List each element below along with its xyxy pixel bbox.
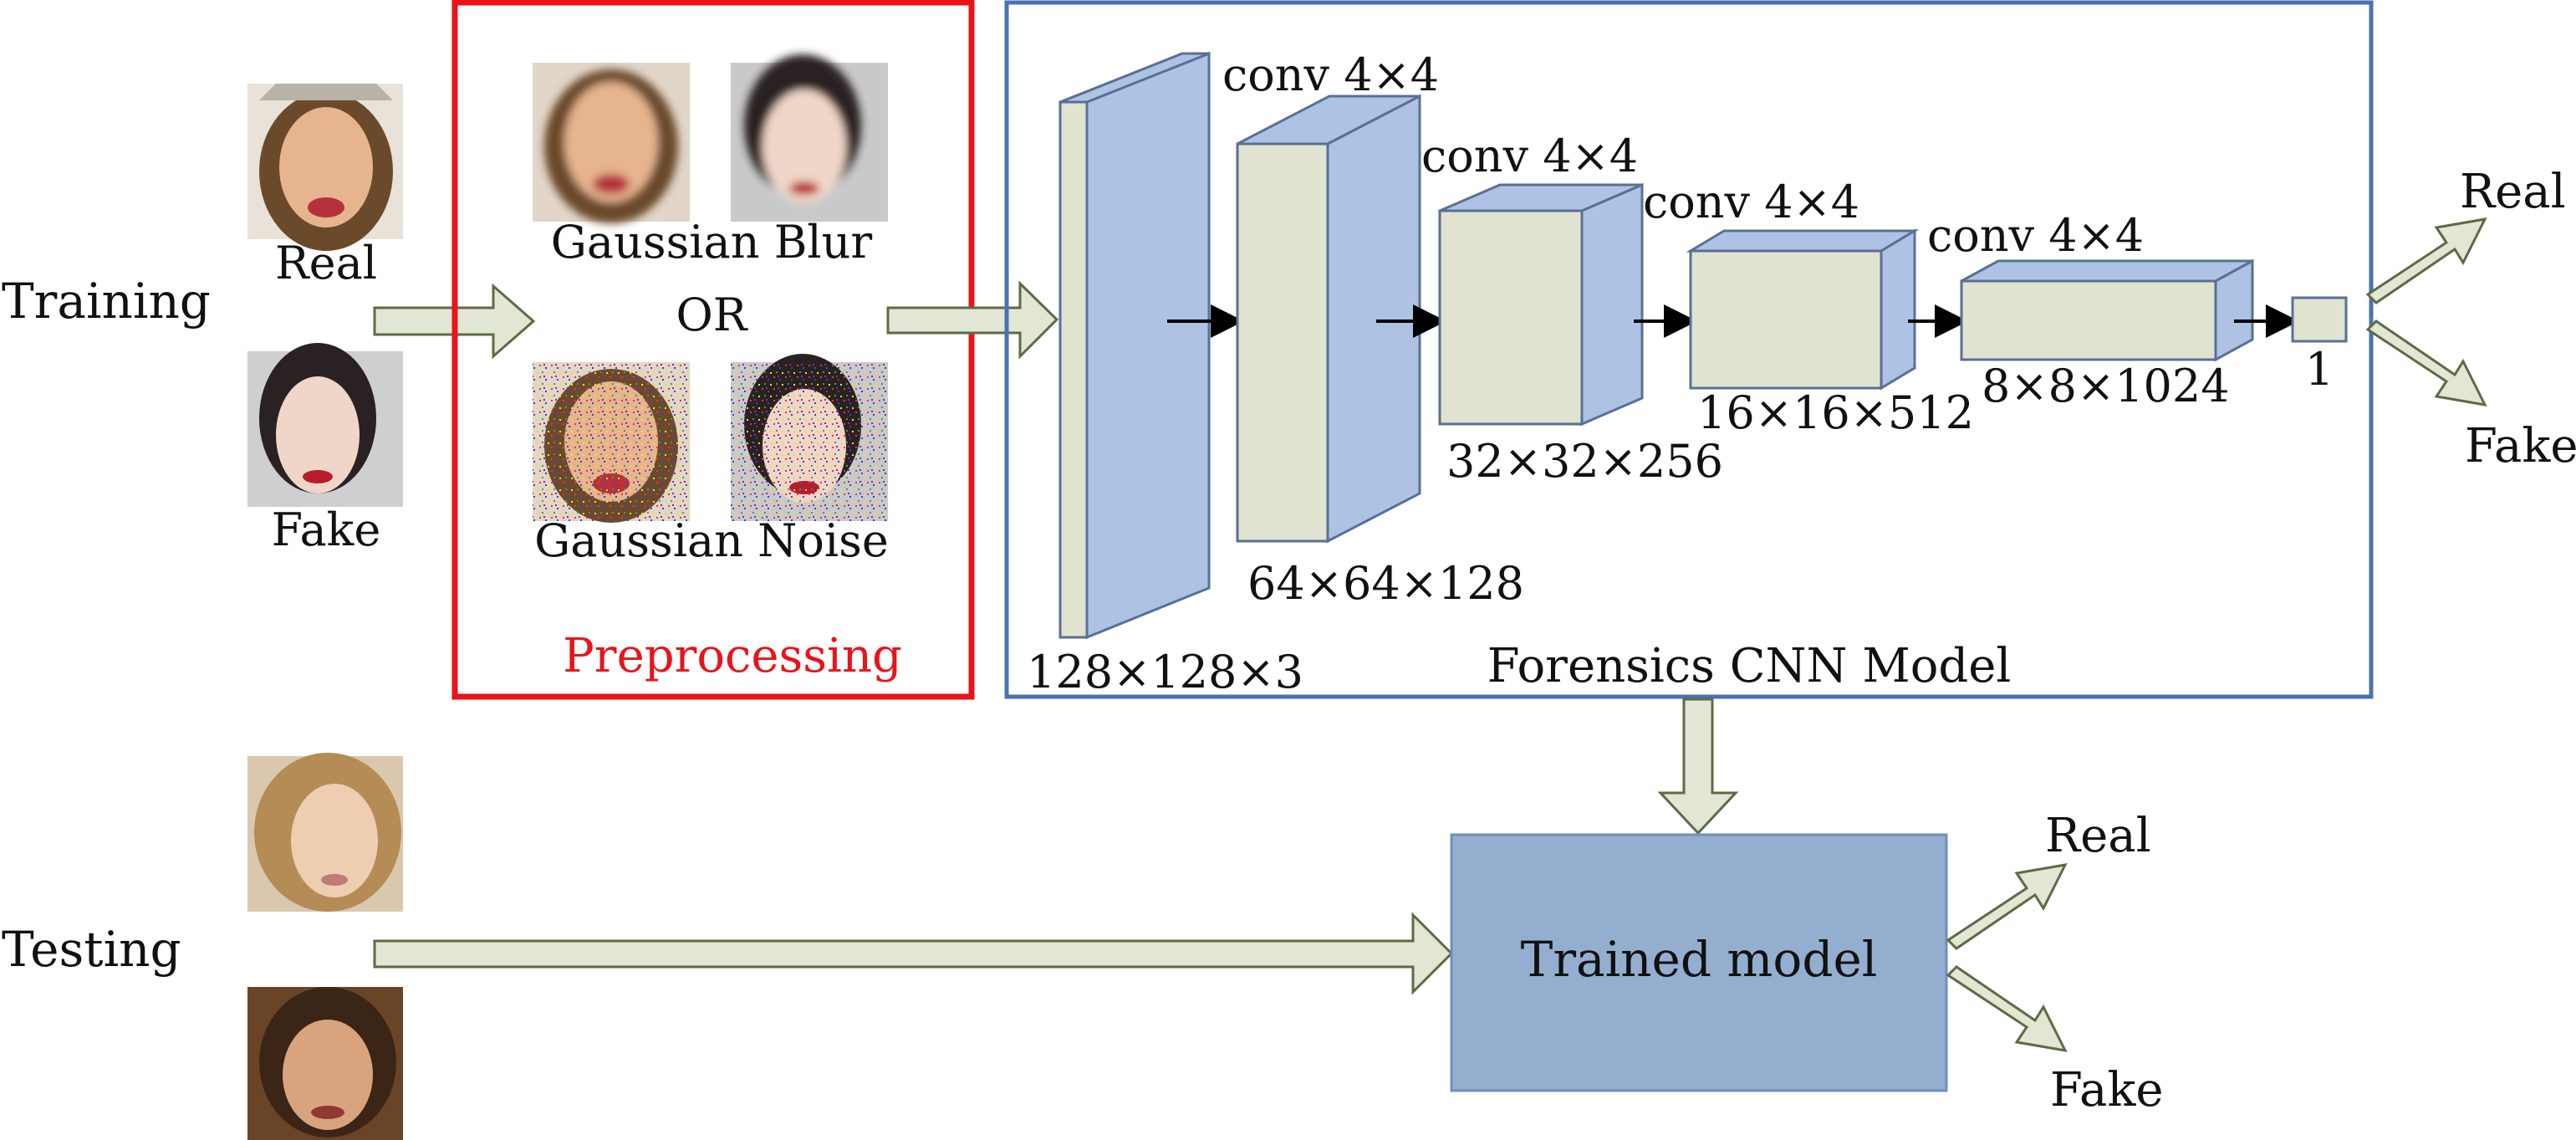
layer-5-dims-label: 8×8×1024 [1982,360,2230,412]
cnn-model-box [1004,0,2374,699]
output-fake-arrow-bottom [1946,965,2068,1052]
output-real-arrow-bottom [1946,863,2068,950]
trained-model-label: Trained model [1521,931,1878,988]
gaussian-noise-label: Gaussian Noise [534,514,889,567]
blur-real-image [533,63,690,223]
input-fake-label: Fake [272,504,381,556]
test-face-1-image [247,753,403,912]
layer-4-dims-label: 16×16×512 [1697,386,1974,439]
layer-3-dims-label: 32×32×256 [1446,435,1723,488]
preprocessing-box [451,0,975,700]
gaussian-blur-label: Gaussian Blur [551,216,873,268]
layer-4-conv-label: conv 4×4 [1643,176,1859,228]
noise-real-image [533,362,690,523]
layer-2-conv-label: conv 4×4 [1222,49,1439,101]
cnn-model-label: Forensics CNN Model [1487,639,2012,693]
layer-3-conv-label: conv 4×4 [1421,130,1638,182]
output-fake-label-top: Fake [2465,419,2576,473]
output-real-label-bottom: Real [2045,809,2151,863]
noise-fake-image [731,354,888,521]
preprocessing-to-cnn-arrow [886,280,1059,360]
trained-model-box [1450,833,1948,1092]
output-fake-label-bottom: Fake [2050,1063,2164,1117]
test-face-2-image [247,987,403,1140]
output-real-label-top: Real [2460,165,2566,219]
layer-16x16x512 [1686,228,1920,391]
output-fake-arrow-top [2365,320,2487,406]
test-input-arrow [373,912,1454,995]
layer-8x8x1024 [1960,258,2254,362]
layer-6-dims-label: 1 [2305,343,2334,396]
training-label: Training [2,273,211,330]
layer-64x64x128 [1236,94,1421,544]
testing-label: Testing [2,921,181,978]
or-label: OR [676,289,748,341]
fake-face-image [247,343,403,507]
layer-5-conv-label: conv 4×4 [1927,209,2144,262]
layer-1-dims-label: 128×128×3 [1027,646,1303,698]
layer-32x32x256 [1438,182,1644,427]
layer-128x128x3 [1058,51,1211,640]
preprocessing-label: Preprocessing [563,629,902,683]
cnn-to-trained-arrow [1657,698,1739,836]
layer-2-dims-label: 64×64×128 [1247,557,1524,610]
input-real-label: Real [275,237,377,289]
output-real-arrow-top [2365,217,2487,304]
blur-fake-image [731,54,888,222]
layer-output-1 [2291,296,2348,343]
real-face-image [247,84,403,251]
